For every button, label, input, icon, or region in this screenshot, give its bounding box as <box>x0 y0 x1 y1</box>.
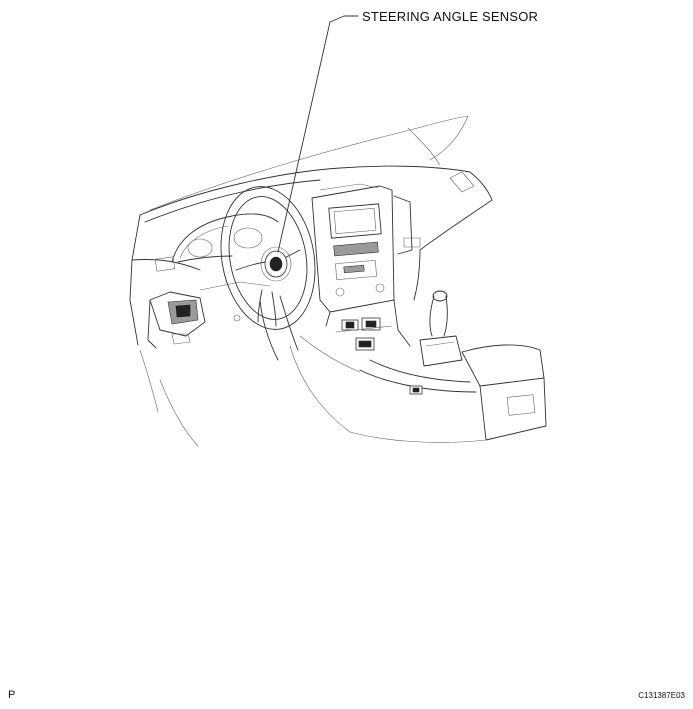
left-dash-panel <box>129 214 271 447</box>
callout-leader <box>277 15 359 253</box>
steering-angle-sensor <box>260 246 292 282</box>
right-dash <box>393 195 421 301</box>
shift-lever <box>419 290 463 367</box>
lower-dash <box>289 335 487 443</box>
steering-column <box>259 295 299 361</box>
floor-console <box>359 344 547 441</box>
figure-code: C131387E03 <box>638 691 685 700</box>
center-console <box>311 183 411 347</box>
instrument-cluster <box>171 213 279 263</box>
steering-angle-sensor-label: STEERING ANGLE SENSOR <box>362 9 539 24</box>
windshield-outline <box>149 115 469 211</box>
dashboard-top <box>139 165 493 251</box>
console-switches <box>335 317 393 351</box>
page-marker: P <box>8 689 16 701</box>
